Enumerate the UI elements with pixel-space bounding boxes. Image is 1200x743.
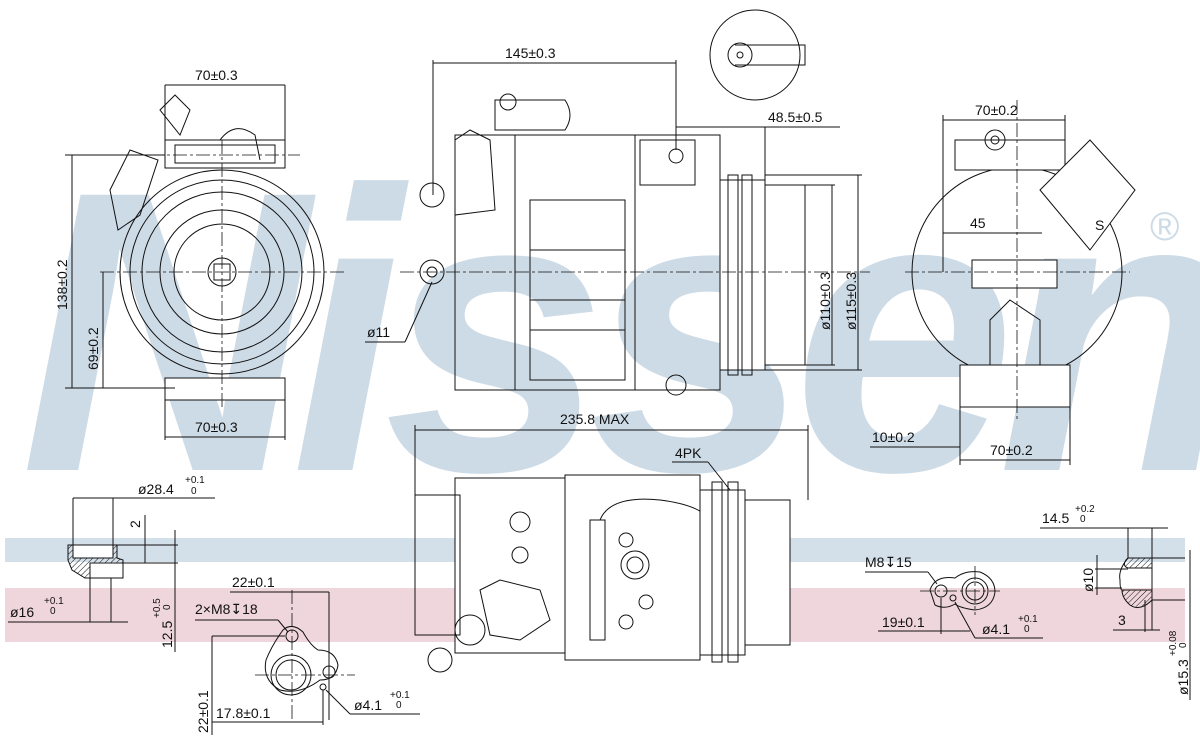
fitting-inner-tol-minus: 0 <box>50 606 56 617</box>
flange-right-pin-dia: ø4.1 <box>982 621 1010 637</box>
flange-spacing-x: 22±0.1 <box>232 574 275 590</box>
flange-right-pin-offset: 19±0.1 <box>882 614 925 630</box>
rear-view: 70±0.2 45 S 10±0.2 70±0.2 <box>870 100 1136 465</box>
front-half-height: 69±0.2 <box>85 327 101 370</box>
flange-pin-tol-plus: +0.1 <box>390 690 410 701</box>
hole-dia: ø11 <box>367 324 390 340</box>
registered-mark: ® <box>1150 205 1179 249</box>
fitting-step: 2 <box>127 520 143 528</box>
front-view: 70±0.3 138±0.2 69±0.2 70±0.3 <box>54 67 345 440</box>
belt-type: 4PK <box>675 445 702 461</box>
fitting-right-outer-tol-plus: +0.08 <box>1168 630 1179 656</box>
fitting-right-length: 14.5 <box>1042 510 1069 526</box>
connector-detail <box>709 9 801 101</box>
flange-threads: 2×M8↧18 <box>195 601 258 617</box>
flange-spacing-y: 22±0.1 <box>195 690 211 733</box>
fitting-right-length-tol-minus: 0 <box>1080 514 1086 525</box>
flange-left-detail: 22±0.1 2×M8↧18 22±0.1 17.8±0.1 ø4.1 +0.1… <box>195 574 420 735</box>
flange-right-detail: M8↧15 19±0.1 ø4.1 +0.1 0 <box>865 554 1043 639</box>
fitting-outer-dia: ø28.4 <box>138 481 174 497</box>
front-height: 138±0.2 <box>54 259 70 310</box>
fitting-outer-tol-plus: +0.1 <box>185 475 205 486</box>
connector-mark: S <box>1095 217 1104 233</box>
fitting-right-inner-dia: ø10 <box>1080 568 1096 592</box>
fitting-left-detail: ø28.4 +0.1 0 2 12.5 +0.5 0 ø16 +0.1 0 <box>8 475 215 652</box>
rear-width-bottom: 70±0.2 <box>990 442 1033 458</box>
fitting-inner-tol-plus: +0.1 <box>44 596 64 607</box>
flange-pin-dia: ø4.1 <box>354 697 382 713</box>
bottom-view: 235.8 MAX 4PK <box>414 411 809 673</box>
side-view: 145±0.3 48.5±0.5 ø11 ø110±0.3 ø115±0.3 <box>365 9 870 396</box>
fitting-outer-tol-minus: 0 <box>191 486 197 497</box>
fitting-height: 12.5 <box>159 621 175 648</box>
side-length: 145±0.3 <box>505 45 556 61</box>
fitting-height-tol-plus: +0.5 <box>152 598 163 618</box>
pulley-dia-outer: ø115±0.3 <box>843 272 859 330</box>
fitting-right-outer-dia: ø15.3 <box>1175 659 1191 695</box>
flange-pin-offset: 17.8±0.1 <box>216 705 271 721</box>
rear-offset-bottom: 10±0.2 <box>872 429 915 445</box>
flange-pin-tol-minus: 0 <box>396 700 402 711</box>
fitting-right-detail: 14.5 +0.2 0 ø10 3 ø15.3 +0.08 0 <box>1040 504 1191 700</box>
rear-width-top: 70±0.2 <box>975 102 1018 118</box>
pulley-offset: 48.5±0.5 <box>768 109 823 125</box>
fitting-right-length-tol-plus: +0.2 <box>1075 504 1095 515</box>
fitting-height-tol-minus: 0 <box>162 604 173 610</box>
front-width-bottom: 70±0.3 <box>195 419 238 435</box>
flange-right-pin-tol-plus: +0.1 <box>1018 614 1038 625</box>
fitting-right-chamfer: 3 <box>1118 612 1126 628</box>
pulley-dia-inner: ø110±0.3 <box>817 272 833 330</box>
fitting-right-outer-tol-minus: 0 <box>1178 642 1189 648</box>
overall-length: 235.8 MAX <box>560 411 630 427</box>
flange-right-pin-tol-minus: 0 <box>1024 624 1030 635</box>
rear-offset-45: 45 <box>970 215 986 231</box>
front-width-top: 70±0.3 <box>195 67 238 83</box>
fitting-inner-dia: ø16 <box>10 604 34 620</box>
flange-right-thread: M8↧15 <box>865 554 912 570</box>
connector <box>1039 139 1136 251</box>
